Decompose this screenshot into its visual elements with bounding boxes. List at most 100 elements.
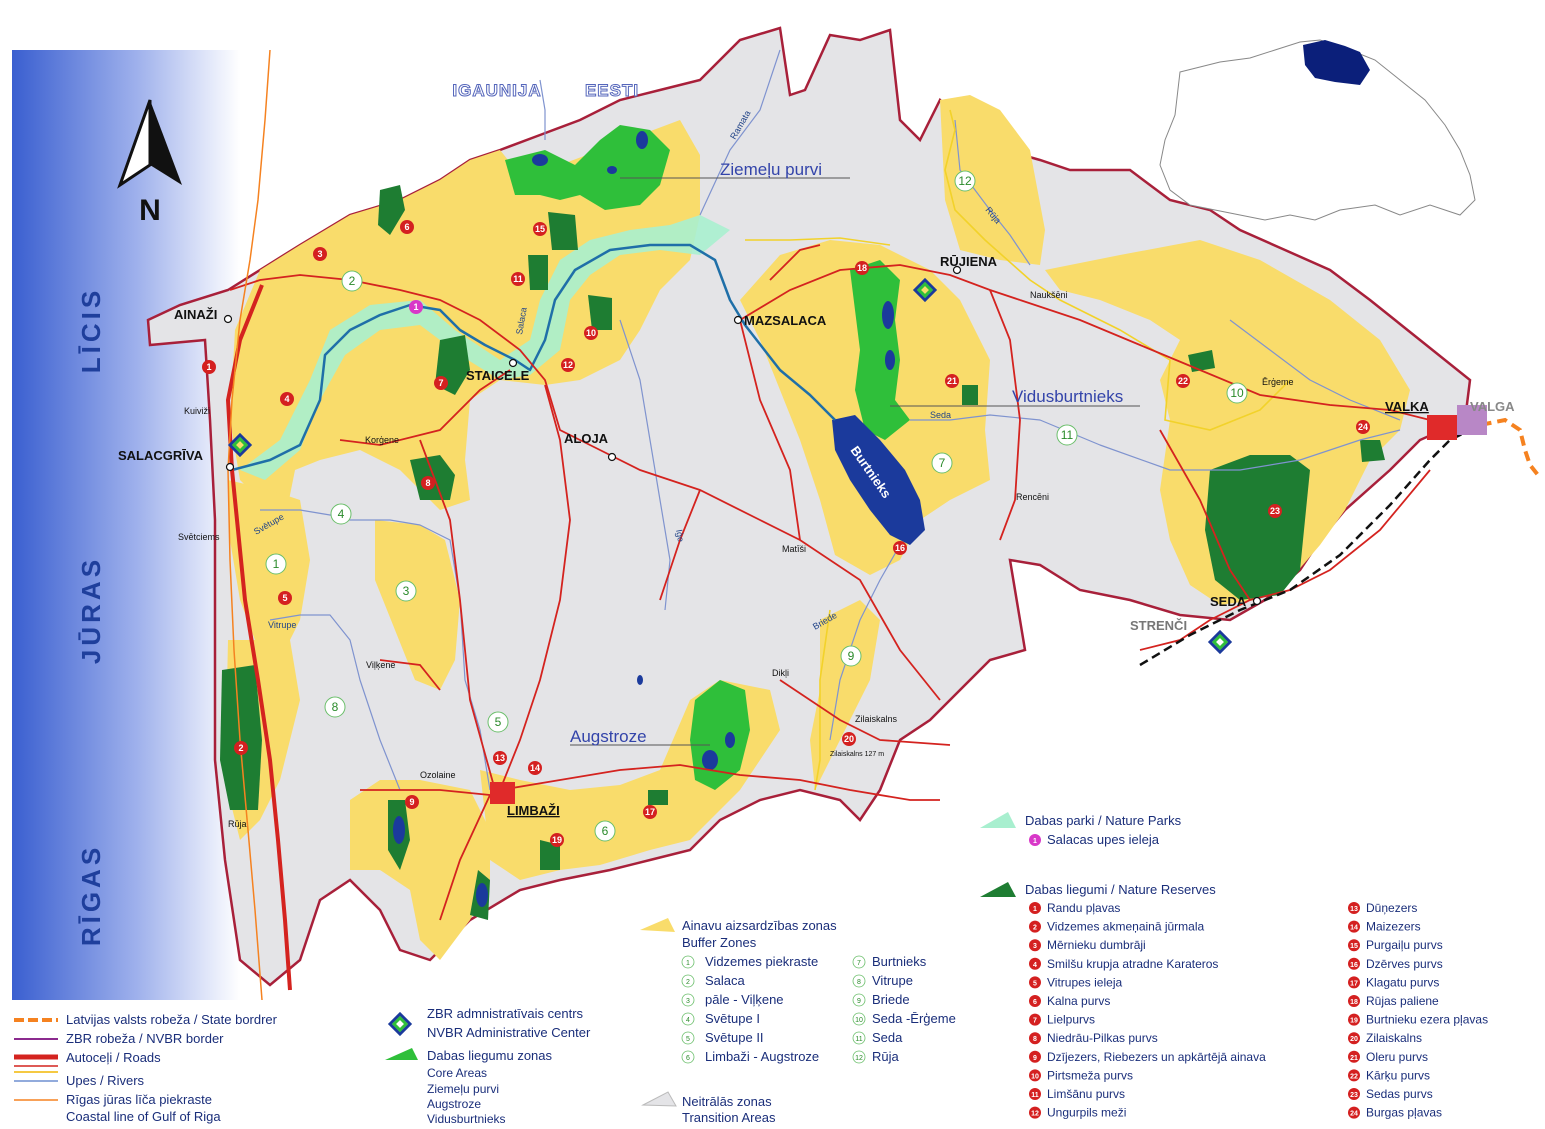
village-kuivizi: Kuiviži <box>184 406 210 416</box>
reserve-legend-item: Kalna purvs <box>1047 994 1110 1008</box>
svg-text:6: 6 <box>404 222 409 232</box>
village-svetciems: Svētciems <box>178 532 220 542</box>
svg-text:Vidusburtnieks: Vidusburtnieks <box>427 1112 506 1126</box>
buffer-zone-9-limbazi-south <box>350 780 490 960</box>
svg-text:Dabas parki / Nature Parks: Dabas parki / Nature Parks <box>1025 813 1182 828</box>
reserve-legend-marker <box>1029 1050 1041 1063</box>
svg-text:Dabas liegumu zonas: Dabas liegumu zonas <box>427 1048 553 1063</box>
village-korgene: Korģene <box>365 435 399 445</box>
svg-text:13: 13 <box>495 753 505 763</box>
reserve-legend-number: 21 <box>1350 1055 1358 1062</box>
north-arrow: N <box>117 99 182 227</box>
core-vidusburtnieks <box>850 260 910 440</box>
svg-text:Salaca: Salaca <box>705 973 746 988</box>
reserve-legend-number: 6 <box>1033 999 1037 1006</box>
reserve-legend-item: Mērnieku dumbrāji <box>1047 938 1146 952</box>
town-mazsalaca: MAZSALACA <box>744 313 827 328</box>
reserve-legend-number: 13 <box>1350 906 1358 913</box>
core-label-vidusburtnieks: Vidusburtnieks <box>1012 387 1123 406</box>
svg-text:1: 1 <box>686 960 690 967</box>
core-ziemelu-purvi <box>505 125 670 210</box>
svg-text:24: 24 <box>1358 422 1368 432</box>
reserve-legend-marker <box>1029 1106 1041 1119</box>
svg-text:Seda -Ērģeme: Seda -Ērģeme <box>872 1011 956 1026</box>
svg-text:4: 4 <box>284 394 289 404</box>
reserve-markers: 1 2 3 4 5 6 7 8 9 10 11 12 13 14 15 16 1… <box>202 220 1370 847</box>
reserve-legend-marker <box>1348 902 1360 914</box>
railway <box>1139 423 1481 667</box>
town-dots-group <box>223 265 1262 606</box>
svg-text:7: 7 <box>939 456 946 470</box>
reserve-legend-item: Klagatu purvs <box>1366 975 1439 989</box>
nature-park-marker <box>409 300 423 314</box>
svg-text:1: 1 <box>206 362 211 372</box>
village-matisi: Matīši <box>782 544 806 554</box>
reserve-legend-marker <box>1348 920 1360 933</box>
reserve-legend-item: Kārķu purvs <box>1366 1068 1430 1082</box>
svg-text:5: 5 <box>495 715 502 729</box>
reserve-legend-number: 9 <box>1033 1055 1037 1062</box>
svg-text:6: 6 <box>602 824 609 838</box>
river-vitrupe: Vitrupe <box>268 620 296 630</box>
buffer-zone-numbers: 1 2 3 4 5 6 7 8 9 10 11 12 <box>265 170 1248 842</box>
reserve-legend-marker <box>1029 976 1041 989</box>
reserve-legend-number: 24 <box>1350 1111 1358 1118</box>
legend-right: Dabas parki / Nature Parks 1 Salacas upe… <box>980 812 1216 897</box>
village-vilkene: Viļķene <box>366 660 395 670</box>
svg-text:Limbaži - Augstroze: Limbaži - Augstroze <box>705 1049 819 1064</box>
town-rujiena: RŪJIENA <box>940 254 998 269</box>
reserve-legend-number: 1 <box>1033 906 1037 913</box>
reserve-legend-number: 16 <box>1350 962 1358 969</box>
svg-text:Vitrupe: Vitrupe <box>872 973 913 988</box>
svg-text:12: 12 <box>563 360 573 370</box>
svg-text:1: 1 <box>413 302 418 312</box>
reserve-legend-marker <box>1029 995 1041 1007</box>
svg-text:11: 11 <box>513 274 523 284</box>
village-ozolaine: Ozolaine <box>420 770 456 780</box>
highway-via-baltica <box>225 284 292 991</box>
svg-text:19: 19 <box>552 835 562 845</box>
svg-text:Upes / Rivers: Upes / Rivers <box>66 1073 145 1088</box>
reserve-legend-number: 19 <box>1350 1018 1358 1025</box>
svg-text:7: 7 <box>438 378 443 388</box>
legend-center: ZBR admnistratīvais centrs NVBR Administ… <box>385 1006 591 1126</box>
reserve-legend-item: Pirtsmeža purvs <box>1047 1068 1133 1082</box>
legend-left: Latvijas valsts robeža / State bordrer Z… <box>14 1012 278 1124</box>
reserve-legend-number: 11 <box>1031 1092 1039 1099</box>
svg-text:1: 1 <box>273 557 280 571</box>
reserve-legend-item: Smilšu krupja atradne Karateros <box>1047 957 1218 971</box>
valga-town-area <box>1457 405 1487 435</box>
svg-text:9: 9 <box>409 797 414 807</box>
reserve-legend-item: Vitrupes ieleja <box>1047 975 1122 989</box>
reserve-legend-marker <box>1029 1069 1041 1082</box>
svg-text:8: 8 <box>425 478 430 488</box>
svg-text:10: 10 <box>586 328 596 338</box>
reserve-legend-marker <box>1348 1032 1360 1045</box>
label-eesti: EESTI <box>585 81 639 100</box>
svg-text:1: 1 <box>1033 838 1037 845</box>
reserve-legend-marker <box>1348 1013 1360 1026</box>
svg-text:2: 2 <box>238 743 243 753</box>
buffer-zone-9-briede <box>810 600 880 790</box>
reserve-legend-item: Dzērves purvs <box>1366 957 1443 971</box>
reserve-legend-marker <box>1029 1032 1041 1045</box>
reserve-legend-marker <box>1029 920 1041 933</box>
reserve-legend-item: Purgaiļu purvs <box>1366 938 1443 952</box>
reserve-legend-number: 14 <box>1350 925 1358 932</box>
reserve-legend-number: 7 <box>1033 1018 1037 1025</box>
sea-label-licis: LĪCIS <box>76 287 106 373</box>
svg-text:12: 12 <box>958 174 972 188</box>
svg-text:Buffer Zones: Buffer Zones <box>682 935 757 950</box>
svg-text:Vidzemes piekraste: Vidzemes piekraste <box>705 954 818 969</box>
lake-burtnieks <box>832 415 925 545</box>
reserve-legend-marker <box>1348 939 1360 952</box>
reserve-legend-number: 2 <box>1033 925 1037 932</box>
svg-text:11: 11 <box>855 1036 862 1043</box>
sea-label-rigas: RĪGAS <box>76 844 106 946</box>
reserve-legend-item: Dzījezers, Riebezers un apkārtējā ainava <box>1047 1050 1266 1064</box>
reserve-legend-number: 10 <box>1031 1073 1039 1080</box>
reserve-legend-item: Limšānu purvs <box>1047 1087 1125 1101</box>
reserve-legend-item: Vidzemes akmeņainā jūrmala <box>1047 920 1205 934</box>
river-seda: Seda <box>930 410 951 420</box>
reserve-legend-marker <box>1348 957 1360 970</box>
